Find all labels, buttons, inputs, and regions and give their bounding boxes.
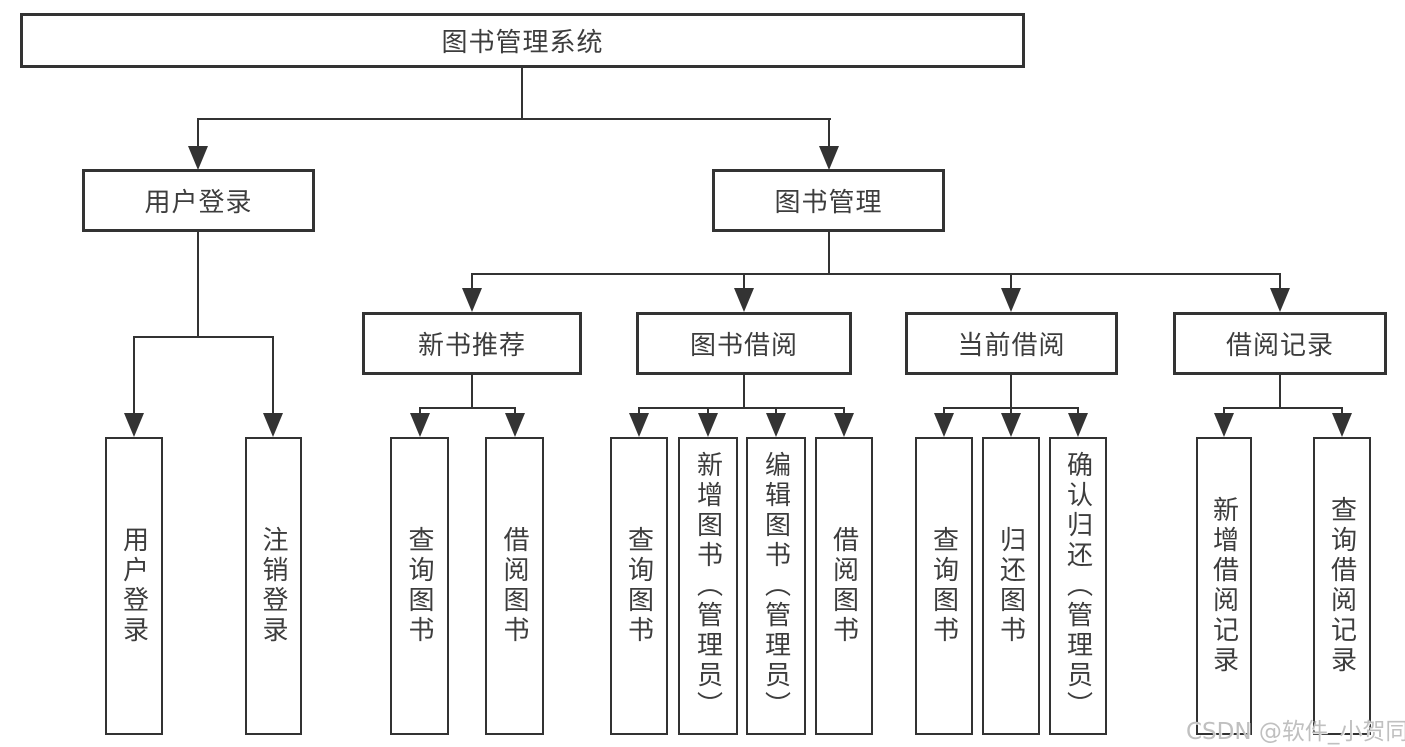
connector-line — [514, 407, 516, 415]
arrow-down-icon — [263, 413, 283, 437]
arrow-down-icon — [1332, 413, 1352, 437]
arrow-down-icon — [462, 288, 482, 312]
arrow-down-icon — [188, 146, 208, 170]
arrow-down-icon — [734, 288, 754, 312]
node-book-borrowing: 图书借阅 — [636, 312, 852, 375]
node-library-system: 图书管理系统 — [20, 13, 1025, 68]
connector-line — [471, 273, 1281, 275]
connector-line — [1279, 375, 1281, 407]
node-new-book-recommend: 新书推荐 — [362, 312, 582, 375]
connector-line — [471, 273, 473, 290]
leaf-query-books-borrowing: 查询图书 — [610, 437, 668, 735]
connector-line — [521, 68, 523, 118]
arrow-down-icon — [124, 413, 144, 437]
arrow-down-icon — [834, 413, 854, 437]
arrow-down-icon — [629, 413, 649, 437]
arrow-down-icon — [1270, 288, 1290, 312]
connector-line — [743, 375, 745, 407]
connector-line — [272, 336, 274, 415]
connector-line — [943, 407, 945, 415]
arrow-down-icon — [1001, 413, 1021, 437]
arrow-down-icon — [1214, 413, 1234, 437]
arrow-down-icon — [819, 146, 839, 170]
connector-line — [707, 407, 709, 415]
connector-line — [1341, 407, 1343, 415]
connector-line — [828, 232, 830, 273]
connector-line — [197, 118, 199, 150]
csdn-watermark: CSDN @软件_小贺同学 — [1186, 719, 1405, 745]
node-current-borrowing: 当前借阅 — [905, 312, 1118, 375]
leaf-add-borrow-record: 新增借阅记录 — [1196, 437, 1252, 735]
leaf-borrow-books-borrowing: 借阅图书 — [815, 437, 873, 735]
connector-line — [471, 375, 473, 407]
arrow-down-icon — [1068, 413, 1088, 437]
connector-line — [1010, 407, 1012, 415]
leaf-edit-book-admin: 编辑图书（管理员） — [746, 437, 806, 735]
connector-line — [1223, 407, 1225, 415]
node-book-management: 图书管理 — [712, 169, 945, 232]
leaf-query-books-current: 查询图书 — [915, 437, 973, 735]
connector-line — [133, 336, 274, 338]
connector-line — [1010, 375, 1012, 407]
connector-line — [638, 407, 640, 415]
connector-line — [1223, 407, 1343, 409]
node-borrowing-records: 借阅记录 — [1173, 312, 1387, 375]
arrow-down-icon — [1001, 288, 1021, 312]
connector-line — [743, 273, 745, 290]
connector-line — [828, 118, 830, 150]
connector-line — [843, 407, 845, 415]
connector-line — [638, 407, 845, 409]
leaf-borrow-books-recommend: 借阅图书 — [485, 437, 544, 735]
connector-line — [1279, 273, 1281, 290]
arrow-down-icon — [410, 413, 430, 437]
connector-line — [1077, 407, 1079, 415]
arrow-down-icon — [766, 413, 786, 437]
arrow-down-icon — [698, 413, 718, 437]
leaf-return-book: 归还图书 — [982, 437, 1040, 735]
connector-line — [133, 336, 135, 415]
leaf-query-borrow-record: 查询借阅记录 — [1313, 437, 1371, 735]
connector-line — [197, 118, 831, 120]
arrow-down-icon — [505, 413, 525, 437]
node-user-login: 用户登录 — [82, 169, 315, 232]
leaf-logout: 注销登录 — [245, 437, 302, 735]
leaf-query-books-recommend: 查询图书 — [390, 437, 449, 735]
connector-line — [419, 407, 516, 409]
leaf-add-book-admin: 新增图书（管理员） — [678, 437, 738, 735]
connector-line — [1010, 273, 1012, 290]
leaf-confirm-return-admin: 确认归还（管理员） — [1049, 437, 1107, 735]
connector-line — [419, 407, 421, 415]
leaf-user-login: 用户登录 — [105, 437, 163, 735]
arrow-down-icon — [934, 413, 954, 437]
connector-line — [197, 232, 199, 336]
connector-line — [775, 407, 777, 415]
